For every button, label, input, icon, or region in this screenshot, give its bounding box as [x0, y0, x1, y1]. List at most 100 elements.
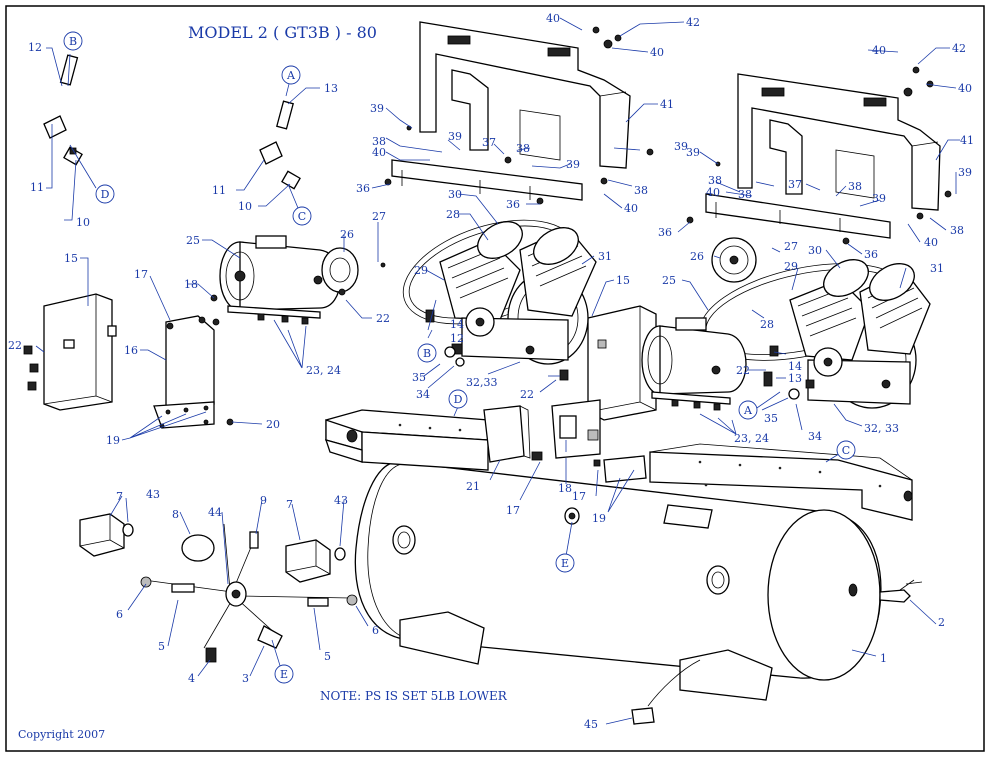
callout-39-b: 39 [448, 130, 462, 143]
callout-letter-b-pump: B [417, 343, 437, 363]
callout-42-a: 42 [686, 16, 700, 29]
callout-letter-e-switch: E [274, 664, 294, 684]
callout-10-b: 10 [238, 200, 252, 213]
right-compressor-pump [686, 66, 952, 409]
callout-13-a: 13 [324, 82, 338, 95]
callout-15-b: 15 [616, 274, 630, 287]
callout-36-c: 36 [658, 226, 672, 239]
callout-27-a: 27 [372, 210, 386, 223]
callout-40-g: 40 [706, 186, 720, 199]
svg-text:C: C [298, 210, 306, 223]
callout-23-24-a: 23, 24 [306, 364, 341, 377]
callout-3-a: 3 [242, 672, 249, 685]
control-box-15 [23, 293, 117, 411]
callout-22-d: 22 [736, 364, 750, 377]
callout-letter-d-platform: D [448, 389, 468, 409]
callout-43-b: 43 [334, 494, 348, 507]
fittings-group-b [43, 54, 83, 166]
callout-38-g: 38 [950, 224, 964, 237]
callout-letter-c-top: C [292, 206, 312, 226]
callout-4-a: 4 [188, 672, 195, 685]
callout-18-b: 18 [558, 482, 572, 495]
callout-letter-a-pump: A [738, 400, 758, 420]
callout-39-e: 39 [686, 146, 700, 159]
callout-5-b: 5 [324, 650, 331, 663]
callout-29-a: 29 [414, 264, 428, 277]
callout-2-a: 2 [938, 616, 945, 629]
callout-38-e: 38 [738, 188, 752, 201]
svg-text:C: C [842, 444, 850, 457]
callout-36-a: 36 [356, 182, 370, 195]
callout-41-a: 41 [660, 98, 674, 111]
callout-26-a: 26 [340, 228, 354, 241]
part-number-callouts: 12 11 10 13 11 10 25 26 22 23, 24 27 15 … [8, 12, 974, 731]
callout-8-a: 8 [172, 508, 179, 521]
callout-38-a: 38 [372, 135, 386, 148]
callout-6-a: 6 [116, 608, 123, 621]
svg-text:B: B [69, 35, 77, 48]
callout-29-b: 29 [784, 260, 798, 273]
callout-22-c: 22 [520, 388, 534, 401]
callout-14-a: 14 [450, 318, 464, 331]
callout-15-a: 15 [64, 252, 78, 265]
callout-34-b: 34 [808, 430, 822, 443]
callout-22-a: 22 [376, 312, 390, 325]
callout-40-d: 40 [624, 202, 638, 215]
drawing-border [5, 5, 985, 752]
callout-18-a: 18 [184, 278, 198, 291]
callout-39-d: 39 [674, 140, 688, 153]
callout-14-b: 14 [788, 360, 802, 373]
mounting-plate-16 [153, 294, 234, 429]
callout-11-b: 11 [212, 184, 226, 197]
callout-17-b: 17 [506, 504, 520, 517]
callout-19-b: 19 [592, 512, 606, 525]
svg-text:A: A [286, 69, 296, 82]
callout-39-a: 39 [370, 102, 384, 115]
right-motor [641, 317, 747, 411]
diagram-note: NOTE: PS IS SET 5LB LOWER [320, 689, 508, 703]
callout-28-a: 28 [446, 208, 460, 221]
callout-letter-e-tank: E [555, 553, 575, 573]
air-tank [354, 461, 882, 701]
callout-38-d: 38 [708, 174, 722, 187]
callout-26-b: 26 [690, 250, 704, 263]
callout-40-a: 40 [546, 12, 560, 25]
callout-39-g: 39 [872, 192, 886, 205]
callout-38-f: 38 [848, 180, 862, 193]
callout-12-a: 12 [28, 41, 42, 54]
callout-40-f: 40 [958, 82, 972, 95]
callout-13-b: 13 [788, 372, 802, 385]
callout-19-a: 19 [106, 434, 120, 447]
leader-lines [35, 17, 960, 725]
svg-text:E: E [280, 668, 288, 681]
callout-40-e: 40 [872, 44, 886, 57]
callout-38-b: 38 [516, 142, 530, 155]
callout-32-33-b: 32, 33 [864, 422, 899, 435]
callout-6-b: 6 [372, 624, 379, 637]
callout-36-b: 36 [506, 198, 520, 211]
callout-30-b: 30 [808, 244, 822, 257]
callout-39-c: 39 [566, 158, 580, 171]
callout-44-a: 44 [208, 506, 222, 519]
callout-22-b: 22 [8, 339, 22, 352]
callout-17-c: 17 [572, 490, 586, 503]
callout-9-a: 9 [260, 494, 267, 507]
compressor-platform [324, 409, 913, 521]
callout-letter-b-top: B [63, 31, 83, 51]
callout-45-a: 45 [584, 718, 598, 731]
pressure-switch-assembly [79, 513, 358, 663]
copyright-text: Copyright 2007 [18, 728, 105, 741]
callout-20-a: 20 [266, 418, 280, 431]
callout-35-a: 35 [412, 371, 426, 384]
callout-10-a: 10 [76, 216, 90, 229]
callout-40-h: 40 [924, 236, 938, 249]
svg-text:D: D [101, 188, 110, 201]
callout-38-c: 38 [634, 184, 648, 197]
callout-5-a: 5 [158, 640, 165, 653]
callout-43-a: 43 [146, 488, 160, 501]
callout-letter-d-top: D [95, 184, 115, 204]
svg-text:D: D [454, 393, 463, 406]
callout-42-b: 42 [952, 42, 966, 55]
callout-39-f: 39 [958, 166, 972, 179]
